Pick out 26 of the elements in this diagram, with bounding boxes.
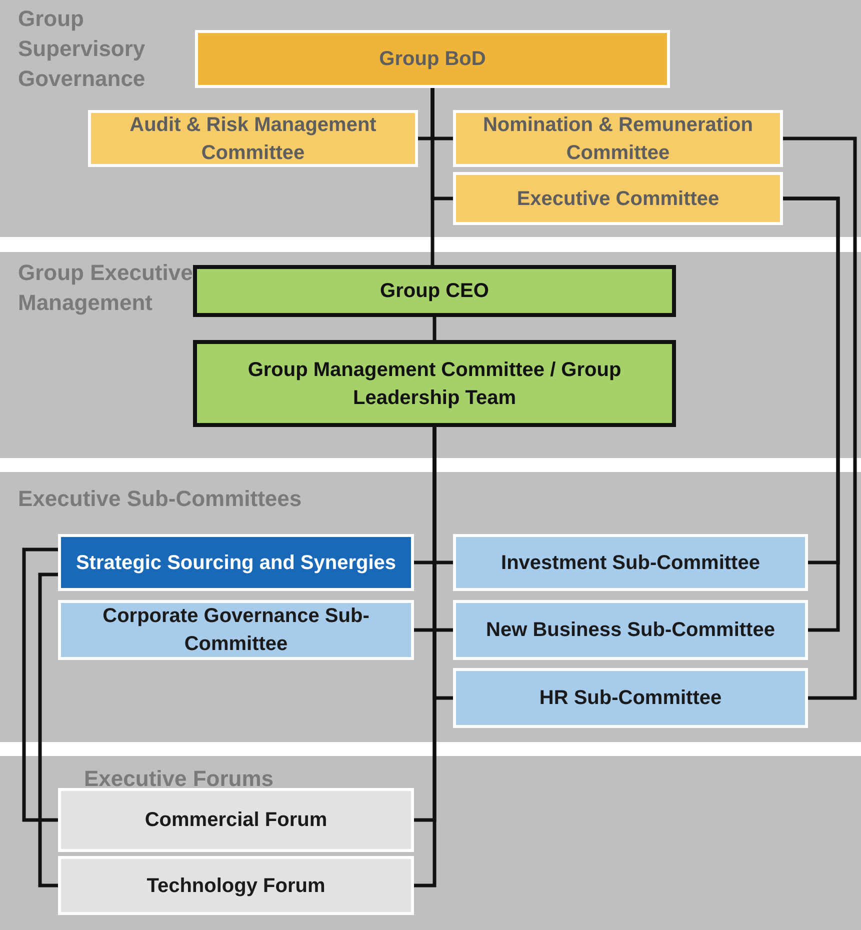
committee-box: Group Management Committee / Group Leadership Team [193,340,676,427]
section-title: Group Executive Management [18,259,194,317]
committee-box: Technology Forum [58,856,414,915]
connector-line [432,317,436,340]
committee-box: Group CEO [193,265,676,317]
committee-box: Executive Committee [453,172,783,225]
section-title: Group Supervisory Governance [18,5,146,93]
section-band [0,252,861,458]
connector-line [783,196,840,632]
connector-line [783,136,857,700]
committee-box: HR Sub-Committee [453,668,808,728]
connector-line [22,548,58,822]
committee-box: Investment Sub-Committee [453,534,808,591]
committee-box: New Business Sub-Committee [453,600,808,660]
section-title: Executive Sub-Committees [18,485,303,513]
section-band [0,0,861,237]
committee-box: Audit & Risk Management Committee [88,110,418,167]
connector-line [38,572,58,888]
committee-box: Corporate Governance Sub-Committee [58,600,414,660]
committee-box: Strategic Sourcing and Synergies [58,534,414,591]
connector-line [430,88,434,265]
section-band [0,756,861,930]
section-band [0,472,861,742]
committee-box: Group BoD [195,30,670,88]
committee-box: Nomination & Remuneration Committee [453,110,783,167]
committee-box: Commercial Forum [58,788,414,852]
